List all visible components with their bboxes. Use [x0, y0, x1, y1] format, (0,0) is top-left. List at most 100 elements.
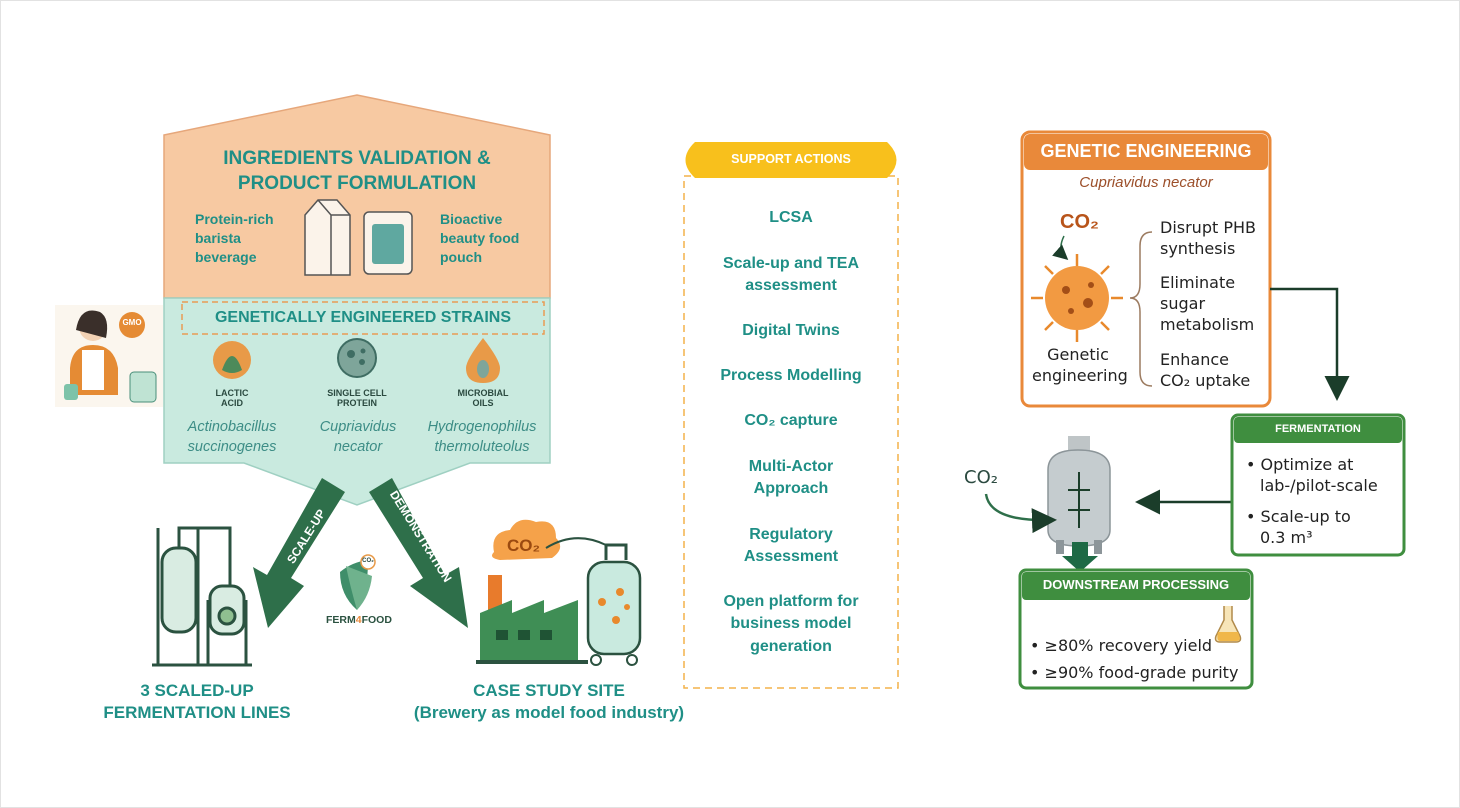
strain-icon-label: MICROBIAL — [457, 388, 509, 398]
support-item-line: Open platform for — [723, 593, 859, 610]
fermentation-item-line: Optimize at — [1260, 455, 1354, 474]
scientist-illustration — [55, 305, 163, 407]
ferm4food-logo-mark — [340, 554, 376, 610]
lactic-acid-icon — [213, 341, 251, 379]
genetic-engineering-organism: Cupriavidus necator — [1079, 174, 1213, 191]
single-cell-protein-icon — [337, 338, 377, 378]
strains-title: GENETICALLY ENGINEERED STRAINS — [214, 309, 512, 326]
support-item-open-platform: Open platform for business model generat… — [684, 591, 898, 658]
support-item-line: Scale-up and TEA — [722, 255, 860, 272]
organism-line: succinogenes — [187, 438, 277, 455]
ingredients-panel — [163, 94, 551, 299]
organism-line: Actinobacillus — [187, 419, 277, 435]
modification-line: Eliminate — [1160, 273, 1236, 292]
modification-line: CO₂ uptake — [1160, 370, 1251, 390]
modification-line: metabolism — [1160, 314, 1255, 334]
fermentation-item-line: Scale-up to — [1260, 507, 1351, 526]
fermentation-box — [1230, 413, 1406, 557]
cloud-co2-label: CO₂ — [507, 536, 541, 555]
organism-hydrogenophilus: Hydrogenophilus thermoluteolus — [412, 418, 552, 457]
product-left-line: Protein-rich — [195, 211, 274, 227]
microbe-caption: Genetic engineering — [1032, 345, 1128, 387]
logo-text-part: 4 — [355, 614, 362, 626]
support-item-line: Digital Twins — [742, 322, 840, 339]
product-left-label: Protein-rich barista beverage — [195, 210, 274, 267]
downstream-item-purity: • ≥90% food-grade purity — [1030, 663, 1239, 682]
organism-line: necator — [333, 438, 383, 455]
downstream-item-text: ≥90% food-grade purity — [1044, 663, 1239, 682]
product-right-line: beauty food — [440, 229, 520, 246]
fermentation-title: FERMENTATION — [1275, 423, 1361, 435]
support-item-scale-up-tea: Scale-up and TEA assessment — [684, 253, 898, 298]
gmo-badge: GMO — [122, 318, 142, 327]
organism-actinobacillus: Actinobacillus succinogenes — [172, 418, 292, 457]
strain-icon-label: LACTIC — [215, 388, 249, 398]
single-cell-protein-label: SINGLE CELL PROTEIN — [317, 388, 397, 409]
support-item-line: generation — [750, 637, 832, 655]
support-item-line: Multi-Actor — [748, 458, 834, 475]
fermentation-header — [1234, 417, 1402, 443]
support-item-line: Assessment — [743, 548, 839, 566]
support-item-digital-twins: Digital Twins — [684, 320, 898, 342]
flask-icon — [1214, 606, 1242, 643]
strain-icon-label: ACID — [221, 398, 243, 409]
modification-line: synthesis — [1160, 238, 1236, 258]
modification-line: sugar — [1160, 293, 1206, 313]
support-actions-box — [683, 175, 899, 689]
strain-icon-label: OILS — [472, 398, 494, 409]
strain-icon-label: PROTEIN — [336, 398, 377, 409]
support-actions-pill — [685, 142, 897, 178]
fermentation-item-scale-up: • Scale-up to 0.3 m³ — [1246, 507, 1351, 547]
ingredients-title: INGREDIENTS VALIDATION & PRODUCT FORMULA… — [164, 147, 550, 196]
support-actions-title: SUPPORT ACTIONS — [731, 152, 851, 166]
ferm4food-logo-text: FERM4FOOD — [326, 614, 392, 626]
organism-line: Hydrogenophilus — [427, 419, 537, 435]
microbe-icon — [1031, 254, 1123, 342]
modification-enhance-co2: Enhance CO₂ uptake — [1160, 350, 1250, 392]
caption-line: FERMENTATION LINES — [103, 703, 291, 723]
fermentation-item-line: lab-/pilot-scale — [1260, 475, 1378, 495]
fermentation-item-optimize: • Optimize at lab-/pilot-scale — [1246, 455, 1378, 495]
caption-line: CASE STUDY SITE — [473, 681, 625, 700]
support-item-co2-capture: CO₂ capture — [684, 410, 898, 432]
downstream-item-recovery: • ≥80% recovery yield — [1030, 636, 1213, 655]
pouch-icon — [363, 211, 413, 275]
support-item-multi-actor: Multi-Actor Approach — [684, 456, 898, 501]
milk-carton-icon — [304, 199, 351, 276]
product-left-line: beverage — [195, 248, 257, 265]
reactor-to-downstream-arrow — [1062, 542, 1098, 572]
co2-input-arrow — [984, 493, 1057, 534]
genetic-engineering-title: GENETIC ENGINEERING — [1040, 141, 1252, 161]
organism-cupriavidus: Cupriavidus necator — [298, 418, 418, 457]
caption-line: 3 SCALED-UP — [140, 681, 254, 700]
modification-line: Enhance — [1160, 350, 1229, 369]
brewery-illustration — [476, 519, 642, 666]
product-right-line: pouch — [440, 248, 482, 265]
support-item-line: Approach — [753, 480, 829, 498]
modification-brace — [1129, 231, 1153, 387]
genetic-engineering-box — [1020, 130, 1272, 408]
modification-disrupt-phb: Disrupt PHB synthesis — [1160, 218, 1256, 260]
downstream-title: DOWNSTREAM PROCESSING — [1042, 577, 1230, 592]
strains-panel — [163, 297, 551, 506]
caption-line: Genetic — [1047, 345, 1109, 364]
support-item-regulatory: Regulatory Assessment — [684, 524, 898, 569]
caption-line: engineering — [1032, 365, 1128, 385]
product-left-line: barista — [195, 229, 241, 246]
microbial-oils-label: MICROBIAL OILS — [448, 388, 518, 409]
fermentation-lines-caption: 3 SCALED-UP FERMENTATION LINES — [82, 680, 312, 724]
lactic-acid-label: LACTIC ACID — [197, 388, 267, 409]
downstream-item-text: ≥80% recovery yield — [1044, 636, 1213, 655]
bioreactor-icon — [1047, 436, 1111, 554]
modification-line: Disrupt PHB — [1160, 218, 1256, 237]
co2-input-label: CO₂ — [964, 467, 998, 488]
case-study-caption: CASE STUDY SITE (Brewery as model food i… — [382, 680, 716, 724]
organism-line: thermoluteolus — [434, 438, 530, 455]
logo-text-part: FOOD — [361, 614, 392, 626]
support-item-line: LCSA — [769, 209, 813, 226]
ingredients-title-line1: INGREDIENTS VALIDATION & — [223, 148, 491, 169]
co2-label: CO₂ — [1060, 211, 1099, 233]
genetic-to-fermentation-arrow — [1270, 287, 1350, 401]
modification-eliminate-sugar: Eliminate sugar metabolism — [1160, 273, 1254, 335]
